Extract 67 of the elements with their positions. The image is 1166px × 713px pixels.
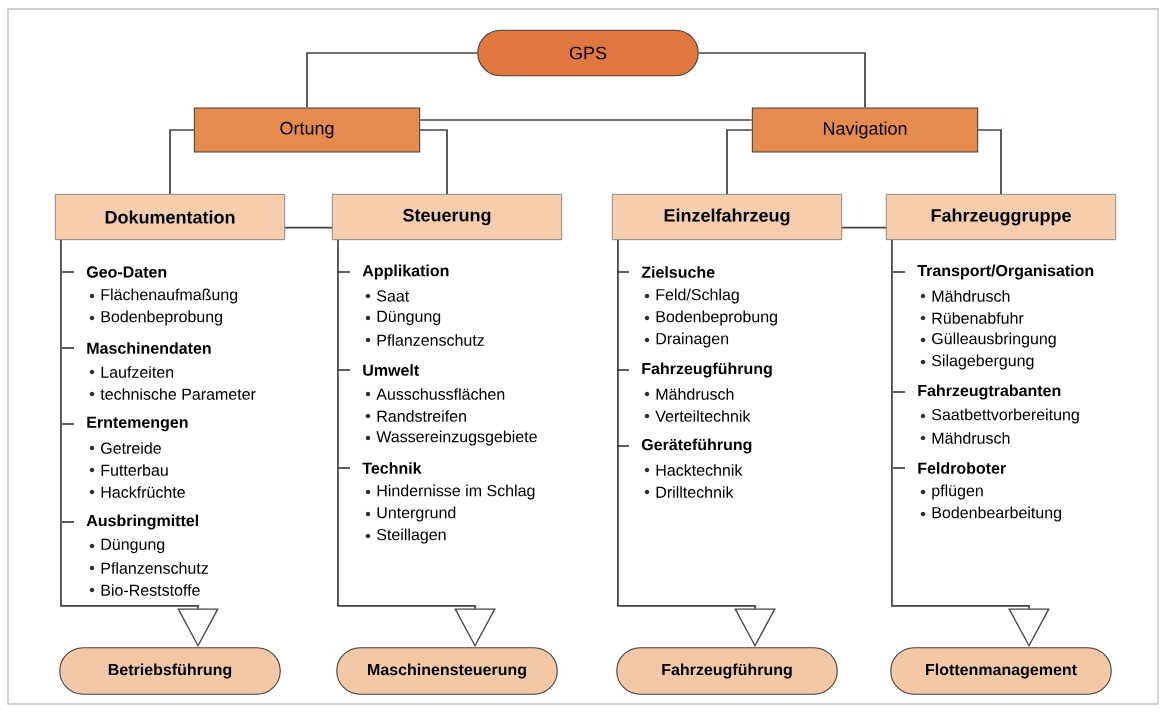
list-heading: Ausbringmittel <box>86 514 199 530</box>
list-item: Bodenbearbeitung <box>920 506 1061 522</box>
list-item: Randstreifen <box>365 410 466 422</box>
list-item: Düngung <box>89 538 165 554</box>
connector-line <box>306 52 479 109</box>
category-box: Steuerung <box>331 193 563 241</box>
list-item: Mähdrusch <box>920 290 1010 302</box>
list-item: Saat <box>365 290 410 302</box>
list-item: Mähdrusch <box>920 432 1010 444</box>
list-item: Gülleausbringung <box>920 332 1056 348</box>
list-item: Getreide <box>89 442 161 454</box>
list-heading: Zielsuche <box>641 266 715 278</box>
list-heading: Erntemengen <box>87 416 188 432</box>
list-item: Hindernisse im Schlag <box>365 484 535 500</box>
list-heading: Applikation <box>362 264 449 280</box>
result-pill: Maschinensteuerung <box>336 647 558 695</box>
result-pill: Fahrzeugführung <box>616 647 838 695</box>
list-item: Flächenaufmaßung <box>89 288 238 304</box>
list-item: Hackfrüchte <box>89 486 185 498</box>
list-item: pflügen <box>920 484 983 500</box>
category-box: Einzelfahrzeug <box>611 193 843 241</box>
list-item: Bio-Reststoffe <box>89 584 200 596</box>
list-heading: Geo-Daten <box>86 266 167 278</box>
list-item: technische Parameter <box>89 388 256 400</box>
list-heading: Feldroboter <box>918 462 1006 474</box>
list-item: Saatbettvorbereitung <box>920 408 1079 424</box>
list-item: Mähdrusch <box>644 388 734 400</box>
list-item: Drilltechnik <box>644 486 734 498</box>
list-item: Pflanzenschutz <box>89 562 208 574</box>
list-item: Bodenbeprobung <box>89 310 222 326</box>
list-heading: Transport/Organisation <box>917 264 1094 280</box>
connector-line <box>841 226 887 229</box>
connector-line <box>419 129 448 195</box>
list-item: Steillagen <box>365 528 446 544</box>
connector-line <box>419 119 753 121</box>
gps-pill: GPS <box>477 29 699 77</box>
list-item: Hacktechnik <box>644 464 743 476</box>
list-item: Futterbau <box>89 464 168 476</box>
list-item: Silagebergung <box>920 354 1034 370</box>
result-pill: Betriebsführung <box>59 647 281 695</box>
connector-line <box>977 129 1002 195</box>
connector-line <box>169 129 195 195</box>
result-pill: Flottenmanagement <box>890 647 1112 695</box>
category-box: Dokumentation <box>54 193 286 241</box>
list-heading: Umwelt <box>363 364 419 376</box>
list-item: Ausschussflächen <box>365 388 505 400</box>
connector-line <box>726 129 753 195</box>
list-heading: Technik <box>362 462 422 474</box>
list-item: Drainagen <box>644 332 729 348</box>
list-heading: Fahrzeugführung <box>642 362 772 378</box>
process-box: Navigation <box>751 107 979 153</box>
list-item: Düngung <box>365 310 441 326</box>
connector-line <box>284 226 333 229</box>
list-item: Untergrund <box>365 506 456 522</box>
category-box: Fahrzeuggruppe <box>885 193 1117 241</box>
list-item: Laufzeiten <box>89 366 174 378</box>
list-item: Pflanzenschutz <box>365 334 484 346</box>
list-item: Verteiltechnik <box>644 410 751 422</box>
list-heading: Maschinendaten <box>87 342 211 354</box>
list-item: Wassereinzugsgebiete <box>365 430 537 446</box>
list-item: Bodenbeprobung <box>644 310 777 326</box>
process-box: Ortung <box>193 107 421 153</box>
list-item: Rübenabfuhr <box>920 312 1024 324</box>
list-item: Feld/Schlag <box>644 288 739 304</box>
list-heading: Fahrzeugtrabanten <box>918 384 1061 400</box>
list-heading: Geräteführung <box>641 438 752 454</box>
connector-line <box>697 52 866 109</box>
